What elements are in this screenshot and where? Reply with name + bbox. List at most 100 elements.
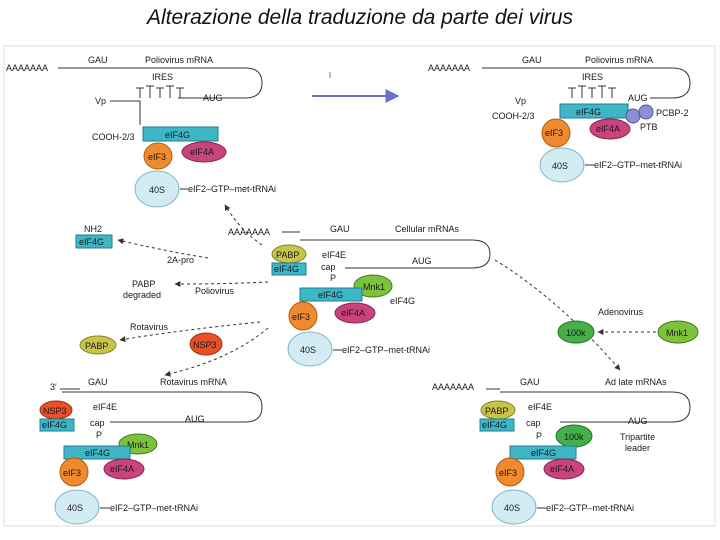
- phospho-label: P: [330, 273, 336, 283]
- to-polio-arrow: [224, 204, 263, 246]
- ptb-label: PTB: [640, 122, 658, 132]
- mrna-label: Ad late mRNAs: [605, 377, 667, 387]
- eif4g-box: [299, 287, 363, 302]
- eif4a-blob: [543, 458, 585, 480]
- eif4e-label: eIF4E: [528, 402, 552, 412]
- eif4e-label: eIF4E: [93, 402, 117, 412]
- eif4g-label: eIF4G: [576, 107, 601, 117]
- rotavirus-label: Rotavirus: [130, 322, 169, 332]
- eif4g-box: [142, 126, 219, 142]
- eif4g-side-label: eIF4G: [390, 296, 415, 306]
- nsp3-label: NSP3: [193, 340, 217, 350]
- ternary-label: eIF2–GTP–met-tRNAi: [342, 345, 430, 355]
- ribosome-label: 40S: [67, 503, 83, 513]
- ribosome-label: 40S: [504, 503, 520, 513]
- mrna-loop: [552, 67, 691, 99]
- eif4g-label: eIF4G: [165, 130, 190, 140]
- panel-top-right: AAAAAAA GAU Poliovirus mRNA IRES AUG Vp …: [428, 55, 691, 183]
- tripartite-label-1: Tripartite: [620, 432, 655, 442]
- to-adeno-arrow: [494, 259, 621, 371]
- pcbp-label: PCBP-2: [656, 108, 689, 118]
- eif4g-cap-box: [39, 418, 75, 432]
- phospho-label: P: [96, 430, 102, 440]
- 2a-pro-label: 2A-pro: [167, 255, 194, 265]
- eif3-label: eIF3: [499, 468, 517, 478]
- mnk1-label: Mnk1: [363, 282, 385, 292]
- eif4g-cap-box: [271, 262, 307, 276]
- eif4g-fragment-box: [75, 234, 113, 249]
- mrna-loop: [300, 239, 491, 269]
- eif3-label: eIF3: [545, 128, 563, 138]
- eif3-label: eIF3: [292, 312, 310, 322]
- pabp-degraded-line2: degraded: [123, 290, 161, 300]
- aug-label: AUG: [628, 416, 648, 426]
- polyA-label: AAAAAAA: [428, 63, 470, 73]
- ribosome-label: 40S: [149, 185, 165, 195]
- eif4a-blob: [181, 141, 227, 163]
- ribosome-label: 40S: [552, 161, 568, 171]
- nh2-label: NH2: [84, 224, 102, 234]
- eif4g-label: eIF4G: [85, 448, 110, 458]
- p100k-blob: [557, 320, 595, 344]
- aug-label: AUG: [412, 256, 432, 266]
- eif3-blob: [59, 457, 89, 487]
- cap-label: cap: [526, 418, 541, 428]
- cap-label: cap: [321, 262, 336, 272]
- mrna-loop: [120, 67, 263, 99]
- ribosome-40s: [54, 489, 100, 525]
- tripartite-label-2: leader: [625, 443, 650, 453]
- mrna-label: Rotavirus mRNA: [160, 377, 227, 387]
- eif3-blob: [495, 457, 525, 487]
- ribosome-40s: [491, 489, 537, 525]
- polyA-label: AAAAAAA: [228, 227, 270, 237]
- mnk1-blob: [657, 320, 699, 344]
- cleavage-arrow: [117, 238, 209, 259]
- gau-label: GAU: [88, 377, 108, 387]
- ternary-label: eIF2–GTP–met-tRNAi: [110, 503, 198, 513]
- eif4g-box: [63, 445, 131, 460]
- cooh-label: COOH-2/3: [492, 111, 535, 121]
- eif4g-cap-label: eIF4G: [482, 420, 507, 430]
- mnk1-blob: [353, 274, 393, 298]
- eif3-blob: [143, 142, 173, 170]
- poliovirus-label: Poliovirus: [195, 286, 235, 296]
- mrna-label: Cellular mRNAs: [395, 224, 460, 234]
- mnk1-label: Mnk1: [127, 440, 149, 450]
- phospho-label: P: [536, 431, 542, 441]
- nsp3-label: NSP3: [43, 406, 67, 416]
- ribosome-40s: [287, 331, 333, 367]
- eif3-blob: [541, 118, 571, 148]
- eif4e-label: eIF4E: [322, 250, 346, 260]
- panel-bottom-right: AAAAAAA GAU Ad late mRNAs PABP eIF4E eIF…: [432, 377, 691, 525]
- panel-bottom-left: 3′ GAU Rotavirus mRNA NSP3 eIF4E eIF4G c…: [39, 377, 263, 525]
- vp-label: Vp: [95, 96, 106, 106]
- adenovirus-label: Adenovirus: [598, 307, 644, 317]
- polyA-label: AAAAAAA: [6, 63, 48, 73]
- eif4a-label: eIF4A: [341, 308, 365, 318]
- eif4g-fragment-label: eIF4G: [79, 237, 104, 247]
- side-annotations: NH2 eIF4G 2A-pro PABP degraded Polioviru…: [75, 204, 699, 377]
- ires-stem-loops: [136, 85, 184, 98]
- aug-label: AUG: [185, 414, 205, 424]
- ptb-blob-b: [638, 104, 654, 120]
- pabp-degrade-arrow: [174, 280, 269, 287]
- ires-label: IRES: [152, 72, 173, 82]
- eif4a-label: eIF4A: [550, 464, 574, 474]
- nsp3-blob: [189, 332, 223, 356]
- ires-label: IRES: [582, 72, 603, 82]
- eif4a-blob: [334, 302, 376, 324]
- eif4a-label: eIF4A: [596, 124, 620, 134]
- eif4g-box: [509, 445, 577, 460]
- p100k-label: 100k: [566, 328, 586, 338]
- mrna-loop: [62, 391, 263, 423]
- p100k-label: 100k: [564, 432, 584, 442]
- ternary-label: eIF2–GTP–met-tRNAi: [594, 160, 682, 170]
- panel-top-left: AAAAAAA GAU Poliovirus mRNA IRES AUG Vp …: [6, 55, 276, 208]
- ptb-blob-a: [625, 108, 641, 124]
- ternary-label: eIF2–GTP–met-tRNAi: [188, 184, 276, 194]
- eif4g-cap-label: eIF4G: [42, 420, 67, 430]
- eif4a-label: eIF4A: [110, 464, 134, 474]
- mrna-label: Poliovirus mRNA: [585, 55, 653, 65]
- aug-label: AUG: [203, 93, 223, 103]
- gau-label: GAU: [520, 377, 540, 387]
